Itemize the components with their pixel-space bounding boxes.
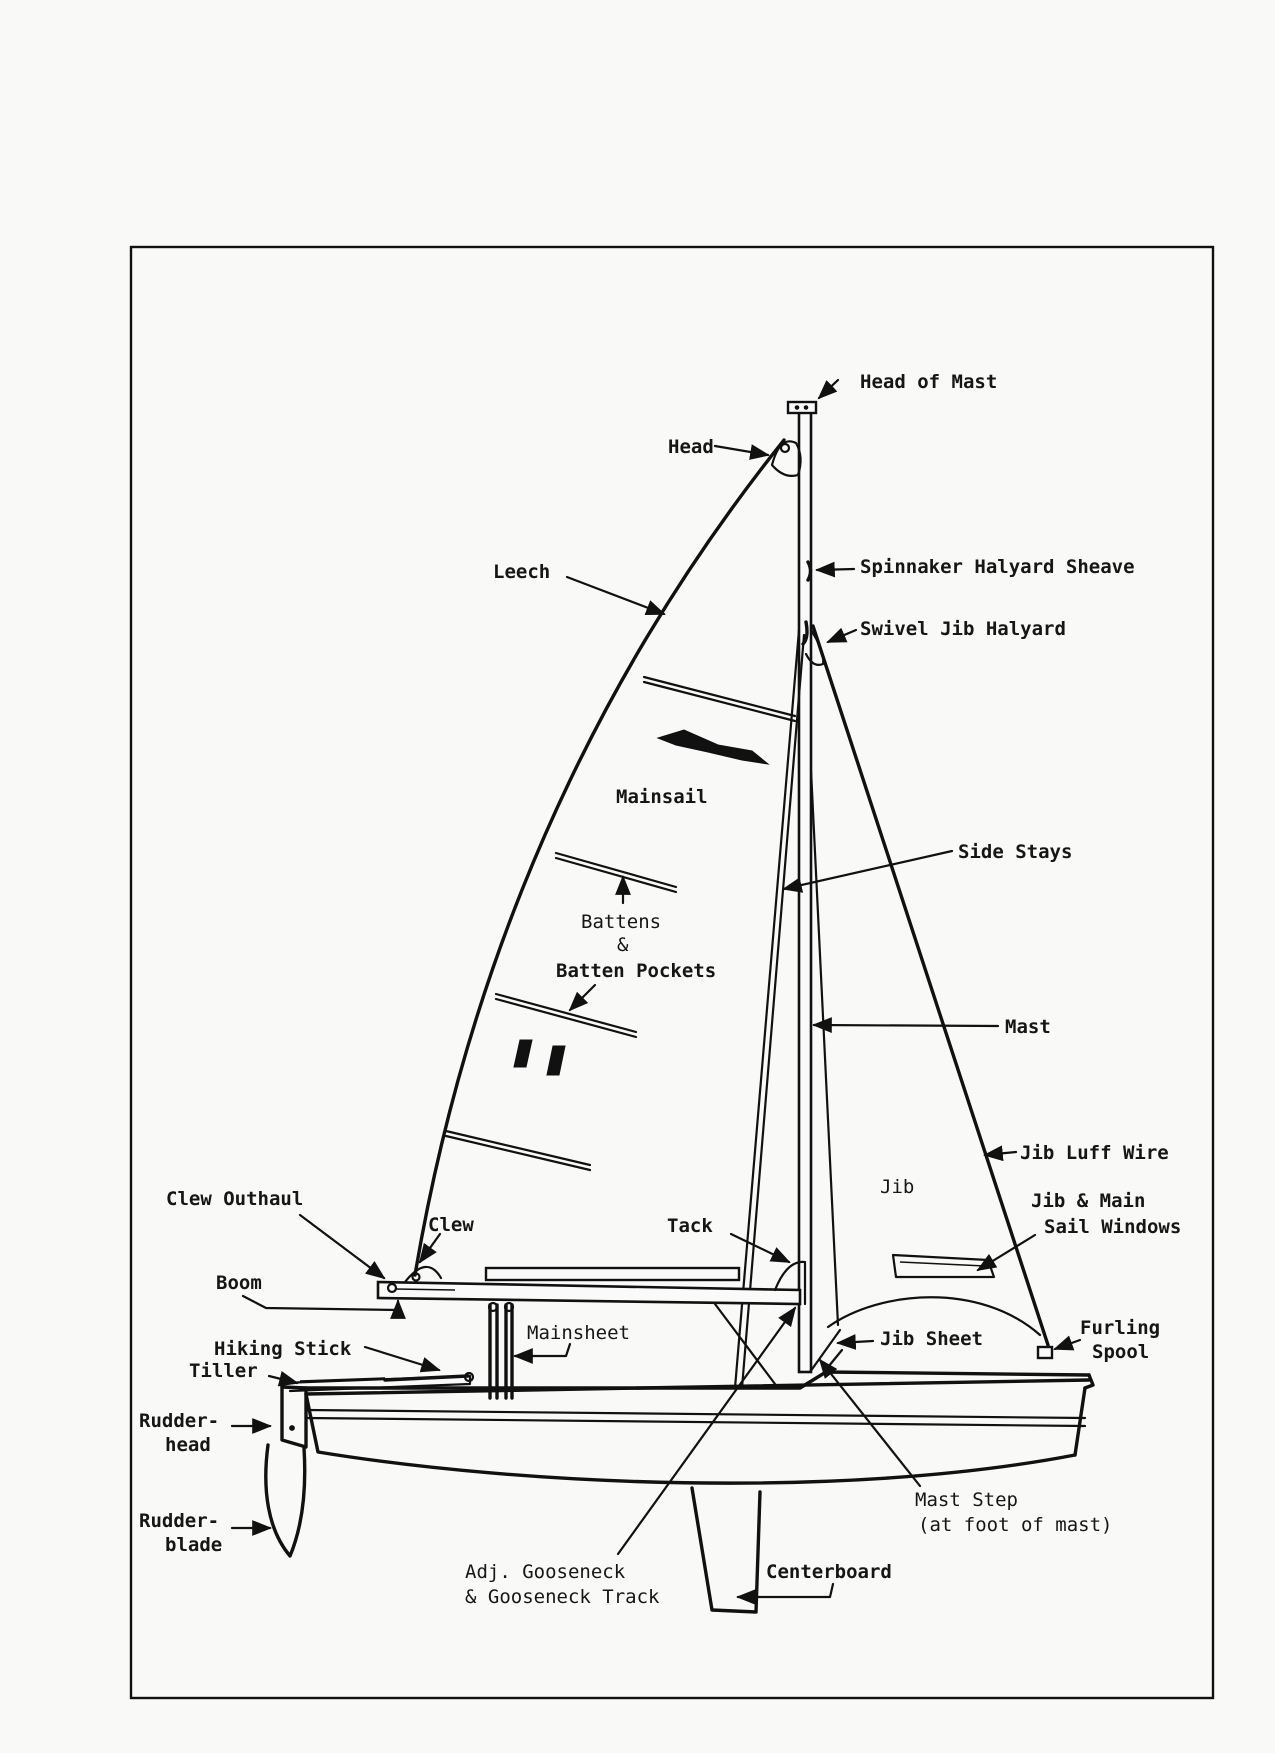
label-furling: Furling [1080, 1317, 1160, 1339]
label-gooseneck-track: & Gooseneck Track [465, 1586, 660, 1608]
label-head: Head [668, 436, 714, 458]
label-side-stays: Side Stays [958, 841, 1072, 863]
leader-lines [230, 378, 1082, 1605]
label-mainsail: Mainsail [616, 786, 708, 808]
label-swivel-jib-halyard: Swivel Jib Halyard [860, 618, 1066, 640]
label-tiller: Tiller [189, 1360, 258, 1382]
label-spool: Spool [1092, 1341, 1149, 1363]
label-rudderhead-2: head [165, 1434, 211, 1456]
label-jib-main-windows: Jib & Main [1031, 1190, 1145, 1212]
label-mast-step: Mast Step [915, 1489, 1018, 1511]
label-tack: Tack [667, 1215, 713, 1237]
jib-drawing [809, 624, 1054, 1360]
label-gooseneck: Adj. Gooseneck [465, 1561, 626, 1583]
label-batten-pockets: Batten Pockets [556, 960, 716, 982]
label-mast-step-2: (at foot of mast) [918, 1514, 1112, 1536]
label-rudderhead: Rudder- [139, 1410, 219, 1432]
label-jib: Jib [880, 1176, 914, 1198]
label-head-of-mast: Head of Mast [860, 371, 997, 393]
label-boom: Boom [216, 1272, 262, 1294]
label-jib-luff-wire: Jib Luff Wire [1020, 1142, 1169, 1164]
label-mast: Mast [1005, 1016, 1051, 1038]
label-jib-sheet: Jib Sheet [880, 1328, 983, 1350]
label-battens: Battens [581, 911, 661, 933]
label-battens-ampersand: & [617, 934, 629, 956]
label-clew-outhaul: Clew Outhaul [166, 1188, 303, 1210]
label-leech: Leech [493, 561, 550, 583]
side-stays-drawing [733, 628, 806, 1390]
label-centerboard: Centerboard [766, 1561, 892, 1583]
label-mainsheet: Mainsheet [527, 1322, 630, 1344]
mainsail-drawing [403, 438, 802, 1284]
label-spinnaker-halyard-sheave: Spinnaker Halyard Sheave [860, 556, 1135, 578]
label-hiking-stick: Hiking Stick [214, 1338, 352, 1360]
label-rudderblade: Rudder- [139, 1510, 219, 1532]
label-rudderblade-2: blade [165, 1534, 222, 1556]
label-clew: Clew [428, 1214, 474, 1236]
hull-drawing [264, 1266, 1095, 1614]
label-sail-windows: Sail Windows [1044, 1216, 1181, 1238]
boom-drawing [376, 1260, 807, 1390]
diagram-frame [129, 245, 1215, 1700]
